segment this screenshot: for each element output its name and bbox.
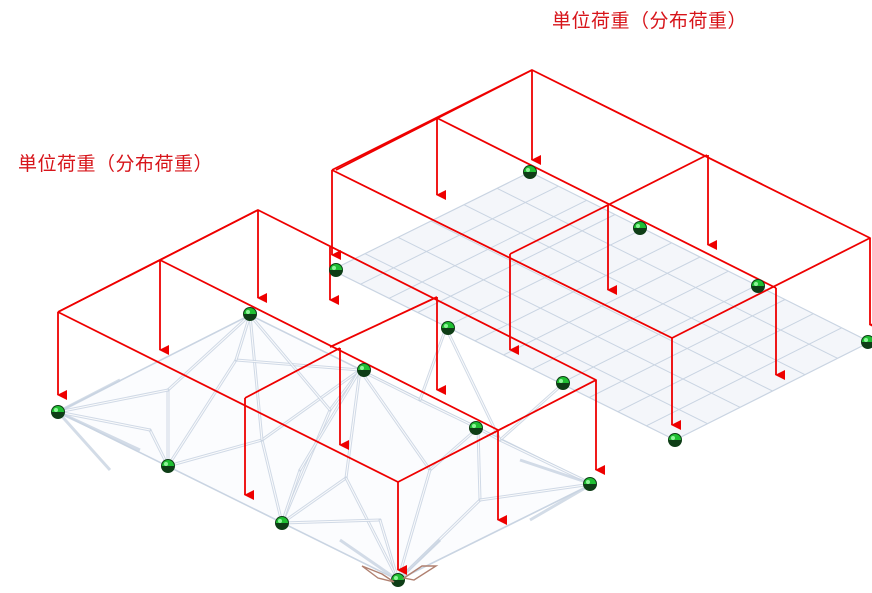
node-glint — [586, 480, 590, 484]
right-frame-beam — [607, 154, 708, 206]
pattern-strut — [57, 410, 141, 452]
support-node — [161, 459, 175, 473]
pattern-strut-core — [281, 469, 301, 524]
support-node — [275, 516, 289, 530]
pattern-strut-core — [499, 382, 565, 441]
node-glint — [360, 366, 364, 370]
support-node — [633, 221, 647, 235]
load-label-right: 単位荷重（分布荷重） — [552, 10, 748, 32]
node-glint — [559, 379, 563, 383]
support-node — [357, 363, 371, 377]
pattern-strut — [529, 482, 593, 522]
pattern-strut-core — [345, 369, 361, 479]
pattern-strut-core — [281, 409, 331, 524]
support-node — [441, 321, 455, 335]
node-glint — [472, 424, 476, 428]
node-glint — [332, 266, 336, 270]
left-frame-beam — [57, 209, 259, 313]
pattern-strut-core — [499, 439, 593, 485]
pattern-strut-core — [299, 369, 361, 471]
pattern-strut-core — [249, 314, 263, 441]
right-frame-beam — [436, 117, 777, 289]
node-glint — [864, 338, 868, 342]
node-glint — [246, 310, 250, 314]
left-frame-beam — [244, 347, 341, 399]
pattern-strut-core — [261, 439, 283, 524]
support-node — [243, 307, 257, 321]
node-glint — [394, 576, 398, 580]
mesh-line — [364, 253, 708, 425]
mesh-line — [496, 187, 838, 359]
support-node — [469, 421, 483, 435]
left-frame-beam — [159, 259, 499, 431]
pattern-strut-core — [167, 314, 251, 391]
node-glint — [671, 436, 675, 440]
node-glint — [164, 462, 168, 466]
pattern-strut — [339, 538, 399, 582]
pattern-strut — [56, 410, 112, 472]
pattern-strut-core — [261, 369, 361, 441]
support-node — [556, 376, 570, 390]
support-node — [51, 405, 65, 419]
support-symbol — [361, 565, 439, 583]
support-right-wing — [402, 565, 439, 581]
node-glint — [54, 408, 58, 412]
right-frame-beam — [509, 204, 609, 255]
node-glint — [526, 168, 530, 172]
pattern-strut-core — [249, 314, 331, 411]
support-node — [391, 573, 405, 587]
mesh-line — [430, 220, 773, 392]
node-glint — [636, 224, 640, 228]
pattern-strut-core — [281, 477, 347, 524]
right-load-frame — [331, 69, 872, 430]
support-node — [751, 279, 765, 293]
node-glint — [754, 282, 758, 286]
pattern-strut-core — [235, 314, 251, 361]
pattern-strut-core — [379, 519, 399, 581]
node-glint — [444, 324, 448, 328]
support-node — [329, 263, 343, 277]
support-left-wing — [361, 565, 395, 583]
pattern-strut-core — [419, 327, 447, 401]
pattern-strut-core — [445, 327, 501, 441]
pattern-strut-core — [429, 427, 479, 471]
pattern-strut-core — [57, 389, 169, 413]
mesh-line — [463, 204, 806, 376]
pattern-strut-core — [345, 477, 399, 581]
right-frame-beam — [335, 69, 533, 171]
pattern-strut-core — [397, 469, 431, 581]
support-node — [523, 165, 537, 179]
pattern-strut — [519, 458, 593, 486]
support-node — [583, 477, 597, 491]
pattern-strut-core — [167, 439, 263, 467]
load-label-left: 単位荷重（分布荷重） — [18, 153, 214, 175]
node-glint — [278, 519, 282, 523]
left-frame-beam — [329, 296, 438, 348]
support-node — [861, 335, 872, 349]
pattern-strut — [57, 378, 121, 414]
pattern-strut-core — [57, 411, 151, 431]
pattern-strut-core — [167, 359, 237, 467]
mesh-line — [397, 236, 741, 408]
pattern-strut-core — [281, 519, 381, 524]
pattern-strut-core — [359, 369, 421, 401]
pattern-strut-core — [419, 399, 479, 429]
left-load-frame — [57, 209, 605, 575]
pattern-strut-core — [359, 369, 431, 471]
support-node — [668, 433, 682, 447]
